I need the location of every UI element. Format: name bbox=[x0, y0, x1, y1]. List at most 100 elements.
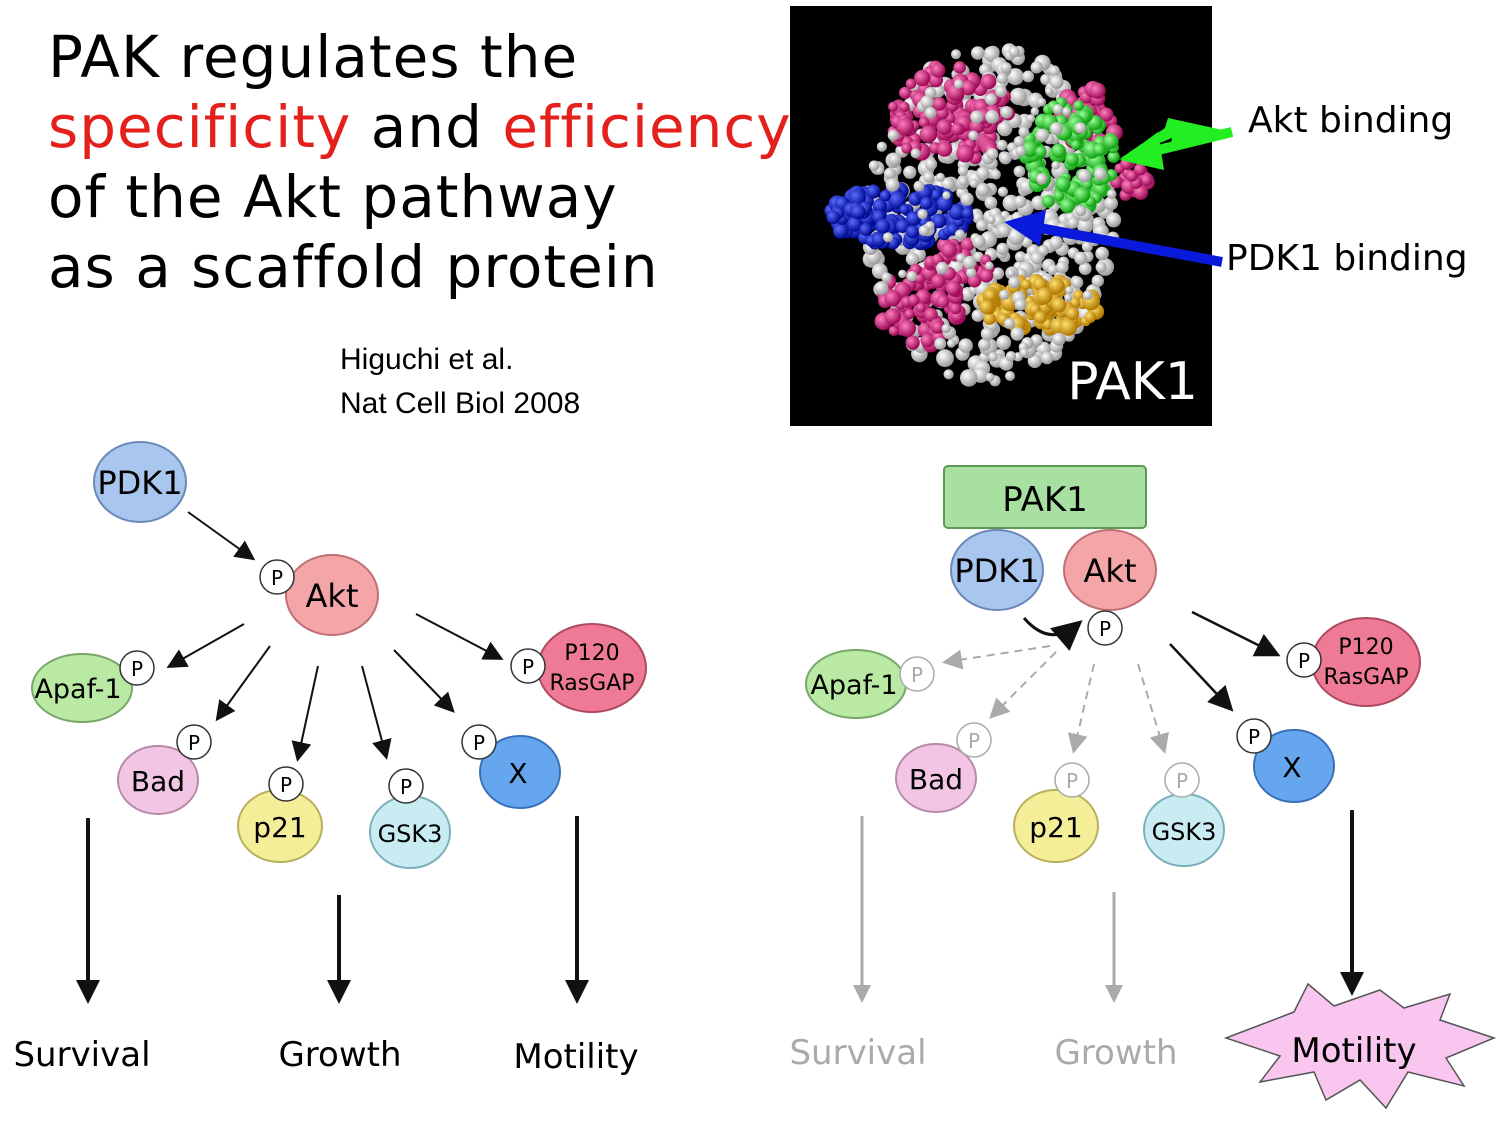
atom-sphere bbox=[943, 369, 954, 380]
atom-sphere bbox=[1095, 246, 1109, 261]
atom-sphere bbox=[1008, 276, 1021, 289]
atom-sphere bbox=[996, 73, 1008, 84]
atom-sphere bbox=[1055, 176, 1071, 192]
atom-sphere bbox=[1075, 122, 1087, 134]
atom-sphere bbox=[896, 117, 915, 136]
right-x-node bbox=[1253, 729, 1335, 803]
atom-sphere bbox=[947, 339, 956, 348]
atom-sphere bbox=[1089, 82, 1106, 99]
akt-binding-arrow-shaft bbox=[1148, 127, 1234, 157]
akt-phospho-label: P bbox=[271, 566, 283, 590]
akt-to-apaf1-arrow bbox=[166, 623, 245, 668]
atom-sphere bbox=[847, 216, 863, 232]
atom-sphere bbox=[826, 210, 841, 224]
pak1-structure-label: PAK1 bbox=[1067, 352, 1198, 412]
atom-sphere bbox=[887, 129, 899, 141]
atom-sphere bbox=[955, 229, 965, 240]
atom-sphere bbox=[961, 207, 974, 219]
x-phospho-label: P bbox=[473, 731, 485, 755]
pak1-scaffold-box bbox=[943, 465, 1147, 529]
atom-sphere bbox=[1010, 316, 1026, 332]
atom-sphere bbox=[960, 369, 978, 387]
atom-sphere bbox=[1049, 235, 1063, 250]
atom-sphere bbox=[1037, 97, 1047, 107]
akt-to-bad-arrow bbox=[215, 645, 271, 722]
atom-sphere bbox=[920, 333, 935, 348]
atom-sphere bbox=[1013, 195, 1027, 208]
atom-sphere bbox=[1035, 128, 1050, 142]
atom-sphere bbox=[1071, 276, 1084, 289]
atom-sphere bbox=[995, 85, 1007, 98]
atom-sphere bbox=[901, 142, 913, 154]
atom-sphere bbox=[1048, 277, 1065, 294]
citation-journal: Nat Cell Biol 2008 bbox=[340, 387, 581, 420]
atom-sphere bbox=[954, 79, 964, 89]
akt-binding-arrowhead bbox=[1120, 132, 1164, 170]
atom-sphere bbox=[924, 107, 937, 119]
atom-sphere bbox=[930, 63, 946, 78]
atom-sphere bbox=[1004, 318, 1015, 329]
atom-sphere bbox=[1107, 150, 1120, 163]
atom-sphere bbox=[1106, 212, 1122, 228]
atom-sphere bbox=[905, 78, 917, 90]
atom-sphere bbox=[903, 165, 917, 179]
atom-sphere bbox=[1082, 290, 1093, 301]
atom-sphere bbox=[1013, 136, 1025, 147]
akt-pathway-diagram: PDK1 Akt P Apaf-1 P Bad P p21 P GSK3 P X… bbox=[13, 441, 647, 1077]
atom-sphere bbox=[1064, 293, 1073, 302]
p21-phospho-label: P bbox=[280, 773, 292, 797]
atom-sphere bbox=[907, 294, 920, 307]
atom-sphere bbox=[957, 165, 969, 177]
bad-phospho-circle bbox=[176, 724, 212, 760]
atom-sphere bbox=[1000, 106, 1013, 119]
pak1-scaffold-label: PAK1 bbox=[1002, 480, 1088, 520]
atom-sphere bbox=[920, 197, 933, 210]
pdk1-binding-arrow-shaft bbox=[1039, 223, 1223, 267]
akt-to-gsk3-arrow bbox=[361, 665, 392, 760]
apaf1-phospho-circle bbox=[119, 650, 155, 686]
atom-sphere bbox=[949, 302, 962, 315]
right-apaf1-phospho-label: P bbox=[911, 663, 923, 687]
right-akt-node bbox=[1063, 529, 1157, 611]
atom-sphere bbox=[1140, 173, 1153, 187]
atom-sphere bbox=[1073, 186, 1091, 203]
right-motility-label: Motility bbox=[1291, 1031, 1416, 1071]
atom-sphere bbox=[1051, 297, 1067, 313]
atom-sphere bbox=[942, 191, 951, 200]
atom-sphere bbox=[923, 171, 935, 183]
atom-sphere bbox=[966, 267, 977, 278]
atom-sphere bbox=[1052, 104, 1064, 115]
atom-sphere bbox=[898, 319, 917, 337]
atom-sphere bbox=[936, 141, 953, 157]
atom-sphere bbox=[951, 122, 964, 136]
atom-sphere bbox=[898, 269, 907, 279]
right-x-phospho-circle bbox=[1236, 718, 1272, 754]
right-akt-label: Akt bbox=[1084, 552, 1137, 590]
atom-sphere bbox=[931, 213, 947, 229]
p21-label: p21 bbox=[253, 811, 306, 844]
atom-sphere bbox=[1022, 70, 1035, 83]
atom-sphere bbox=[960, 237, 975, 252]
atom-sphere bbox=[931, 274, 946, 289]
atom-sphere bbox=[866, 184, 881, 199]
right-p21-label: p21 bbox=[1029, 811, 1082, 844]
right-pdk1-label: PDK1 bbox=[954, 552, 1039, 590]
atom-sphere bbox=[1104, 196, 1118, 211]
right-bad-phospho-label: P bbox=[968, 729, 980, 753]
motility-label: Motility bbox=[513, 1037, 638, 1077]
atom-sphere bbox=[1077, 169, 1092, 183]
pdk1-to-akt-arrow bbox=[187, 511, 256, 561]
atom-sphere bbox=[976, 182, 990, 197]
atom-sphere bbox=[980, 327, 995, 341]
atom-sphere bbox=[879, 190, 891, 202]
atom-sphere bbox=[990, 169, 1001, 180]
pdk1-phosphorylates-akt-arrow bbox=[1022, 617, 1083, 652]
atom-sphere bbox=[936, 119, 953, 135]
p120-label: P120 bbox=[564, 641, 619, 666]
atom-sphere bbox=[1067, 217, 1079, 229]
atom-sphere bbox=[969, 178, 979, 188]
atom-sphere bbox=[905, 335, 920, 350]
apaf1-phospho-label: P bbox=[131, 657, 143, 681]
atom-sphere bbox=[997, 186, 1008, 197]
atom-sphere bbox=[936, 295, 950, 308]
